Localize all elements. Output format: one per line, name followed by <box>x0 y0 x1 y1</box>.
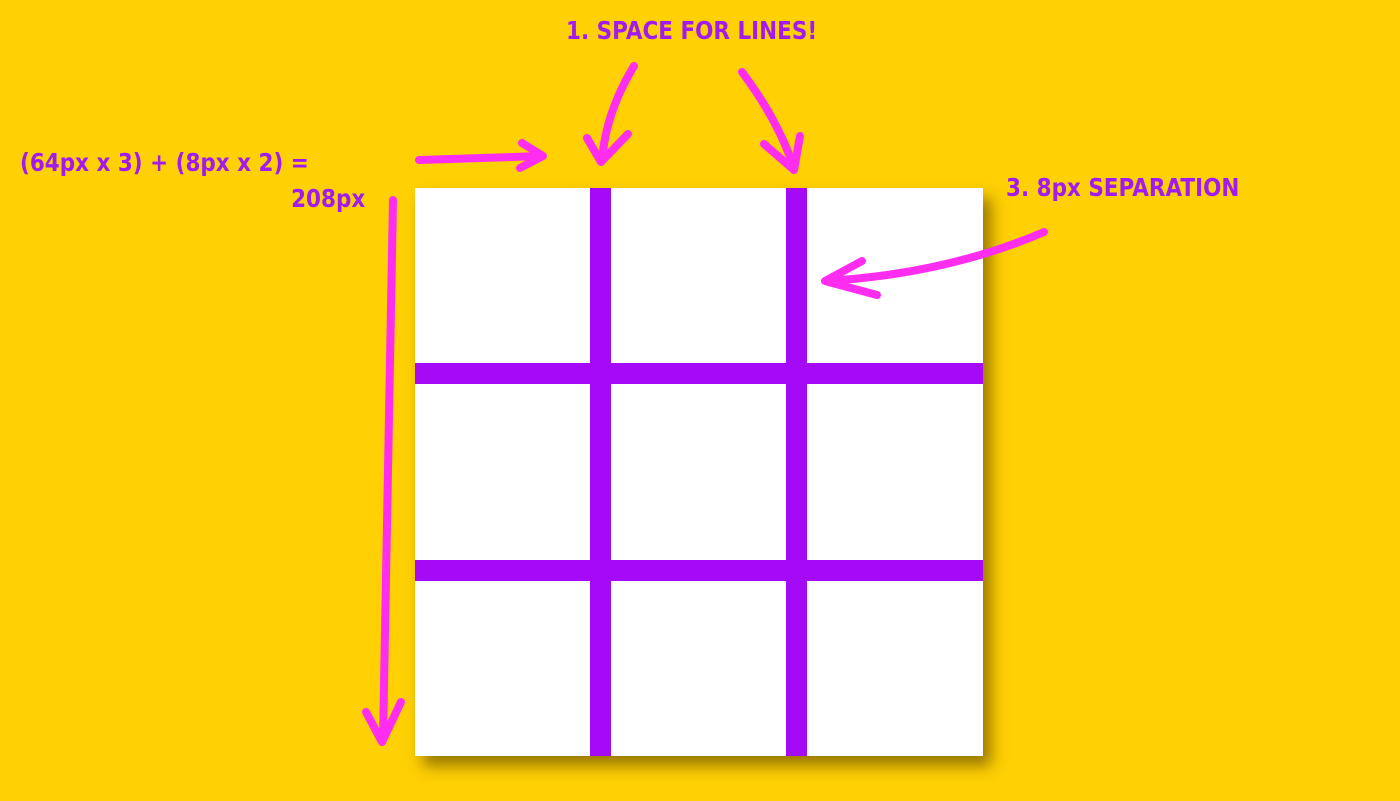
board-cell[interactable] <box>807 384 982 559</box>
arrow-to-line-2-icon <box>738 68 798 172</box>
arrow-to-line-1-icon <box>598 62 638 164</box>
board-cell[interactable] <box>807 188 982 363</box>
arrowhead-icon <box>583 130 632 166</box>
board-cell[interactable] <box>415 384 590 559</box>
separation-label: 3. 8px SEPARATION <box>1006 173 1240 202</box>
board-cell[interactable] <box>611 188 786 363</box>
vertical-grid-line <box>590 188 611 756</box>
arrowhead-icon <box>362 698 405 746</box>
board-cell[interactable] <box>611 384 786 559</box>
horizontal-grid-line <box>415 363 983 384</box>
arrow-vertical-icon <box>379 196 397 744</box>
arrowhead-icon <box>760 132 804 174</box>
size-formula-label: (64px x 3) + (8px x 2) = <box>20 148 309 177</box>
size-result-label: 208px <box>290 184 365 213</box>
board-cell[interactable] <box>611 581 786 756</box>
board-cell[interactable] <box>807 581 982 756</box>
arrow-horizontal-icon <box>415 152 546 164</box>
horizontal-grid-line <box>415 560 983 581</box>
board-cell[interactable] <box>415 188 590 363</box>
arrowhead-icon <box>516 139 547 172</box>
tic-tac-toe-board <box>415 188 983 756</box>
space-for-lines-label: 1. SPACE FOR LINES! <box>566 16 818 45</box>
vertical-grid-line <box>786 188 807 756</box>
board-cell[interactable] <box>415 581 590 756</box>
